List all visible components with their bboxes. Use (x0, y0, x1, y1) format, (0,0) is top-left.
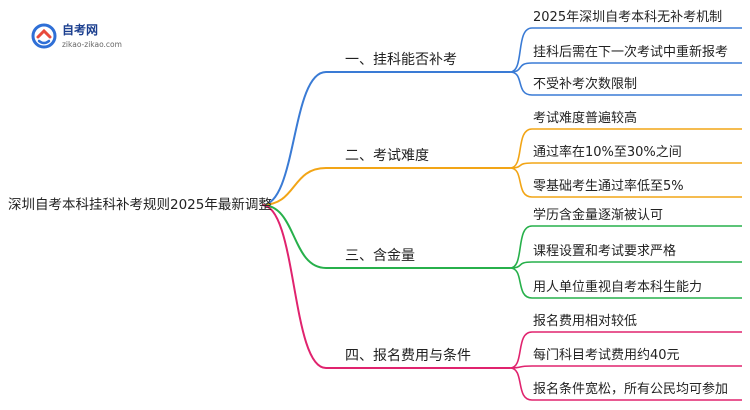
leaf-topic[interactable]: 用人单位重视自考本科生能力 (533, 279, 702, 295)
logo-title: 自考网 (62, 22, 98, 37)
leaf-connector (509, 71, 742, 96)
leaf-topic[interactable]: 课程设置和考试要求严格 (533, 243, 676, 259)
leaf-connector (509, 167, 742, 198)
logo-ring-icon (31, 23, 57, 49)
leaf-connector (509, 225, 742, 269)
logo-url: zikao-zikao.com (62, 40, 122, 49)
leaf-connector (509, 162, 742, 169)
site-logo[interactable]: 自考网 zikao-zikao.com (30, 20, 140, 52)
leaf-topic[interactable]: 报名费用相对较低 (533, 313, 637, 329)
branch-connector (261, 167, 510, 206)
branch-topic-3[interactable]: 三、含金量 (345, 248, 415, 264)
leaf-connector (509, 367, 742, 401)
branch-topic-2[interactable]: 二、考试难度 (345, 148, 429, 164)
leaf-topic[interactable]: 不受补考次数限制 (533, 76, 637, 92)
leaf-connector (509, 128, 742, 169)
leaf-connector (509, 365, 742, 369)
logo-graphic: 自考网 zikao-zikao.com (31, 22, 122, 49)
leaf-topic[interactable]: 每门科目考试费用约40元 (533, 347, 680, 363)
branch-connector (261, 204, 510, 269)
leaf-topic[interactable]: 2025年深圳自考本科无补考机制 (533, 10, 722, 25)
leaf-connector (509, 62, 742, 73)
branch-topic-4[interactable]: 四、报名费用与条件 (345, 347, 471, 364)
root-topic: 深圳自考本科挂科补考规则2025年最新调整 (8, 197, 272, 213)
leaf-topic[interactable]: 零基础考生通过率低至5% (533, 178, 684, 194)
leaf-connector (509, 261, 742, 269)
leaf-topic[interactable]: 报名条件宽松，所有公民均可参加 (533, 381, 728, 397)
leaf-topic[interactable]: 考试难度普遍较高 (533, 110, 637, 126)
leaf-topic[interactable]: 学历含金量逐渐被认可 (533, 207, 663, 223)
leaf-connector (509, 331, 742, 369)
leaf-connector (509, 27, 742, 73)
leaf-connector (509, 267, 742, 299)
branch-connector (261, 71, 510, 206)
logo-cap-icon (36, 28, 52, 39)
leaf-topic[interactable]: 挂科后需在下一次考试中重新报考 (533, 44, 728, 60)
leaf-topic[interactable]: 通过率在10%至30%之间 (533, 144, 682, 160)
branch-connector (261, 204, 510, 369)
branch-topic-1[interactable]: 一、挂科能否补考 (345, 52, 457, 68)
